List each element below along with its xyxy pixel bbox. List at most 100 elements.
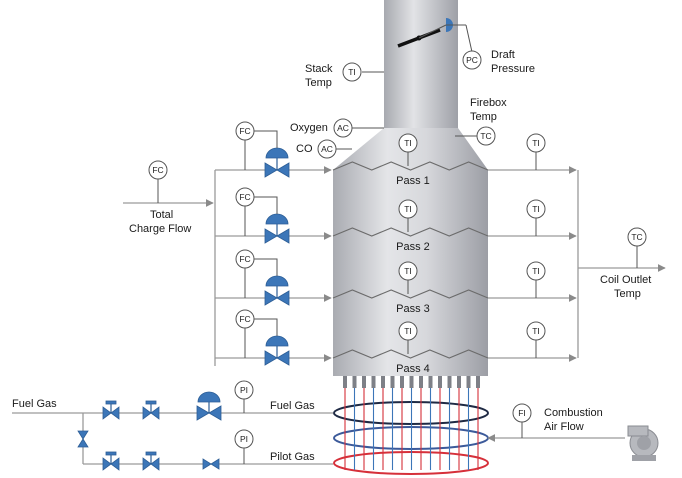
label-coil-outlet-temp: Temp — [614, 288, 641, 300]
fuel-gas-block-valve-2[interactable] — [142, 400, 160, 420]
svg-text:TI: TI — [404, 266, 412, 276]
burner-nozzle — [352, 376, 357, 388]
coil-pass-2 — [332, 227, 489, 237]
burner-nozzle — [371, 376, 376, 388]
label-firebox: Firebox — [470, 97, 507, 109]
svg-text:PC: PC — [466, 55, 478, 65]
svg-text:TI: TI — [532, 138, 540, 148]
burner-nozzle — [343, 376, 347, 388]
burner-nozzle — [476, 376, 480, 388]
burner-nozzle — [466, 376, 471, 388]
fuel-gas-piping — [12, 412, 625, 465]
label-stack-temp: Temp — [305, 77, 332, 89]
pass-inlets: FC TI TI FC TI TI FC TI TI FC TI TI — [215, 121, 577, 366]
instrument-ti-pass-2[interactable]: TI — [398, 199, 418, 232]
burner-nozzle — [428, 376, 433, 388]
burner-nozzle — [447, 376, 452, 388]
svg-text:FC: FC — [239, 192, 250, 202]
instrument-tc-coil-outlet[interactable]: TC — [627, 227, 647, 268]
svg-text:TC: TC — [480, 131, 491, 141]
svg-text:FC: FC — [239, 254, 250, 264]
instrument-ac-co[interactable]: AC — [317, 139, 352, 159]
instrument-fi-combustion-air[interactable]: FI — [512, 403, 532, 438]
svg-text:FC: FC — [239, 314, 250, 324]
furnace-coils: Pass 1 Pass 2 Pass 3 Pass 4 — [332, 161, 489, 375]
instrument-tc-firebox[interactable]: TC — [455, 126, 496, 146]
burner-nozzle — [438, 376, 442, 388]
pass-label-4: Pass 4 — [396, 363, 430, 375]
svg-text:TI: TI — [532, 326, 540, 336]
label-draft: Draft — [491, 49, 515, 61]
label-air-flow: Air Flow — [544, 421, 584, 433]
pilot-gas-block-valve-2[interactable] — [142, 451, 160, 471]
instrument-pi-pilot-gas[interactable]: PI — [234, 429, 254, 464]
pilot-gas-block-valve-1[interactable] — [102, 451, 120, 471]
damper-icon — [397, 18, 473, 53]
svg-text:TI: TI — [404, 138, 412, 148]
inlet-manifold — [123, 170, 216, 366]
fuel-gas-control-valve[interactable] — [196, 391, 222, 421]
control-valve-pass-2[interactable] — [264, 213, 290, 244]
svg-text:TI: TI — [532, 204, 540, 214]
label-co: CO — [296, 143, 313, 155]
svg-text:FC: FC — [239, 126, 250, 136]
label-firebox-temp: Temp — [470, 111, 497, 123]
instrument-ti-pass-4[interactable]: TI — [398, 321, 418, 354]
pass-label-3: Pass 3 — [396, 303, 430, 315]
coil-pass-3 — [332, 289, 489, 299]
svg-text:TC: TC — [631, 232, 642, 242]
instrument-ti-outlet-pass-2[interactable]: TI — [526, 199, 546, 236]
instrument-ti-outlet-pass-1[interactable]: TI — [526, 133, 546, 170]
instrument-ti-stack[interactable]: TI — [342, 62, 384, 82]
control-valve-pass-4[interactable] — [264, 335, 290, 366]
pass-label-1: Pass 1 — [396, 175, 430, 187]
svg-text:FC: FC — [152, 165, 163, 175]
instrument-ti-pass-3[interactable]: TI — [398, 261, 418, 294]
instrument-fc-pass-4[interactable]: FC — [235, 309, 278, 358]
svg-text:TI: TI — [404, 204, 412, 214]
blower-icon — [627, 425, 659, 461]
burner-nozzle — [381, 376, 385, 388]
outlet-manifold — [577, 170, 666, 358]
instrument-pc-draft[interactable]: PC — [462, 50, 482, 70]
label-fuel-gas: Fuel Gas — [270, 400, 315, 412]
svg-text:PI: PI — [240, 434, 248, 444]
burner-nozzle — [409, 376, 414, 388]
stack — [384, 0, 458, 128]
label-coil-outlet: Coil Outlet — [600, 274, 651, 286]
control-valve-pass-3[interactable] — [264, 275, 290, 306]
label-combustion: Combustion — [544, 407, 603, 419]
svg-text:PI: PI — [240, 385, 248, 395]
burner-nozzle — [400, 376, 404, 388]
svg-text:TI: TI — [348, 67, 356, 77]
svg-text:AC: AC — [321, 144, 333, 154]
instrument-ti-outlet-pass-3[interactable]: TI — [526, 261, 546, 298]
burner-nozzle — [419, 376, 423, 388]
svg-text:FI: FI — [518, 408, 526, 418]
instrument-pi-fuel-gas[interactable]: PI — [234, 380, 254, 413]
label-charge-flow: Charge Flow — [129, 223, 191, 235]
label-oxygen: Oxygen — [290, 122, 328, 134]
instrument-ti-outlet-pass-4[interactable]: TI — [526, 321, 546, 358]
label-total: Total — [150, 209, 173, 221]
instrument-fc-pass-2[interactable]: FC — [235, 187, 278, 236]
pass-label-2: Pass 2 — [396, 241, 430, 253]
instrument-ac-oxygen[interactable]: AC — [333, 118, 384, 138]
instrument-ti-pass-1[interactable]: TI — [398, 133, 418, 166]
label-pilot-gas: Pilot Gas — [270, 451, 315, 463]
burner-nozzles — [343, 376, 480, 470]
instrument-fc-pass-3[interactable]: FC — [235, 249, 278, 298]
burner-nozzle — [390, 376, 395, 388]
instrument-fc-total-charge[interactable]: FC — [148, 160, 168, 203]
pilot-gas-regulator-valve[interactable] — [202, 458, 220, 470]
coil-pass-1 — [332, 161, 489, 171]
svg-text:AC: AC — [337, 123, 349, 133]
fuel-gas-block-valve-1[interactable] — [102, 400, 120, 420]
bypass-valve[interactable] — [77, 430, 89, 448]
coil-pass-4 — [332, 349, 489, 359]
instrument-fc-pass-1[interactable]: FC — [235, 121, 278, 170]
svg-text:TI: TI — [532, 266, 540, 276]
control-valve-pass-1[interactable] — [264, 147, 290, 178]
